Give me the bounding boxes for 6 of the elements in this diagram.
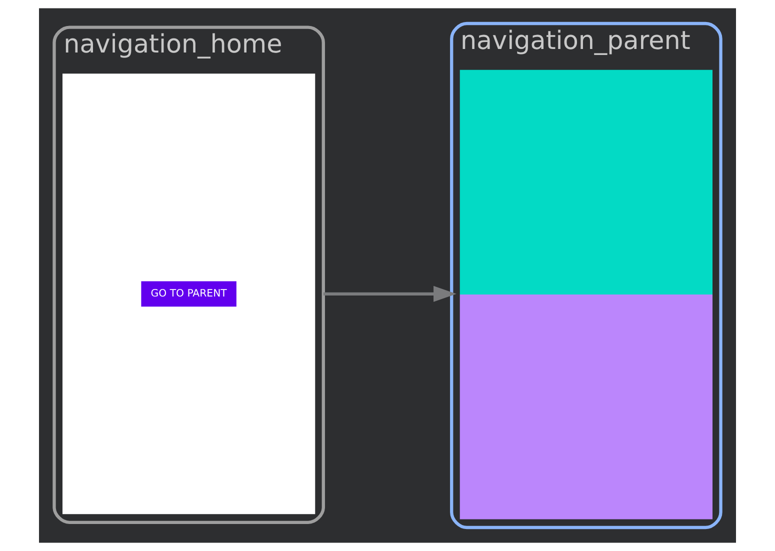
cluster: navigation_parent	[450, 22, 722, 530]
node-box: GO TO PARENT	[141, 281, 236, 307]
node-box	[460, 70, 713, 295]
cluster	[62, 74, 316, 514]
node-box	[460, 294, 713, 520]
arrow	[323, 286, 456, 302]
